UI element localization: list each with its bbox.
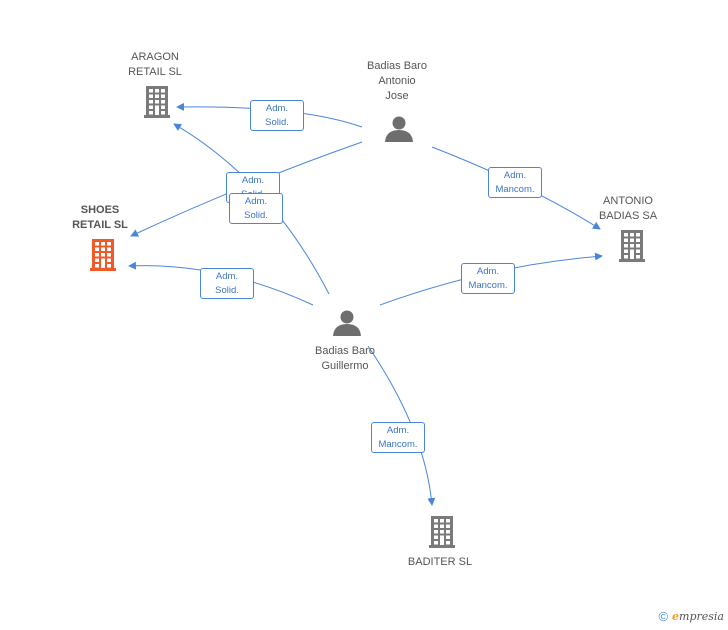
node-label-baditer[interactable]: BADITER SL [407,556,473,568]
empresia-logo: empresia [672,610,724,623]
relation-label-guillermo-to-aragon[interactable]: Adm. Solid. [229,193,283,224]
node-label-aragon[interactable]: ARAGON RETAIL SL [128,51,182,78]
relation-label-jose-to-aragon[interactable]: Adm. Solid. [250,100,304,131]
node-label-guillermo[interactable]: Badias Baro Guillermo [315,345,375,372]
relation-label-jose-to-antonio-sa[interactable]: Adm. Mancom. [488,167,542,198]
building-icon-baditer[interactable] [429,516,455,548]
person-icon-guillermo[interactable] [333,310,361,337]
relation-label-guillermo-to-baditer[interactable]: Adm. Mancom. [371,422,425,453]
person-icon-jose[interactable] [385,116,413,143]
copyright-symbol: © [658,609,669,624]
building-icon-antonio-sa[interactable] [619,230,645,262]
building-icon-shoes[interactable] [90,239,116,271]
node-label-jose[interactable]: Badias Baro Antonio Jose [367,60,427,102]
node-label-shoes[interactable]: SHOES RETAIL SL [72,204,128,231]
relation-label-guillermo-to-shoes[interactable]: Adm. Solid. [200,268,254,299]
building-icon-aragon[interactable] [144,86,170,118]
footer-brand: © empresia [658,609,724,624]
node-label-antonio-sa[interactable]: ANTONIO BADIAS SA [598,195,658,222]
relation-label-guillermo-to-antonio-sa[interactable]: Adm. Mancom. [461,263,515,294]
